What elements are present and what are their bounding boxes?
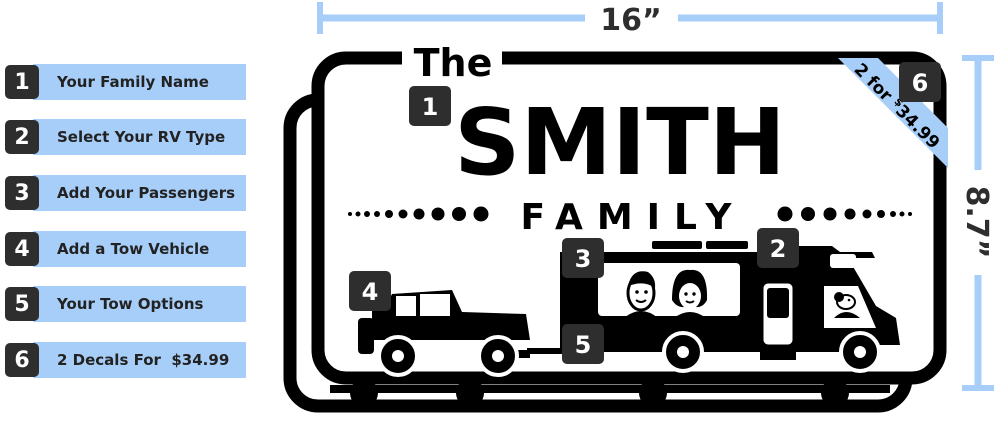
step-5-tow-options[interactable]: 5 Your Tow Options bbox=[5, 285, 246, 323]
step-label: Your Family Name bbox=[57, 73, 209, 91]
marker-5-label: 5 bbox=[575, 331, 592, 359]
step-4-tow-vehicle[interactable]: 4 Add a Tow Vehicle bbox=[5, 230, 246, 268]
step-label: Add Your Passengers bbox=[57, 184, 236, 202]
step-1-family-name[interactable]: 1 Your Family Name bbox=[5, 63, 246, 101]
marker-5: 5 bbox=[562, 324, 604, 364]
step-band bbox=[33, 231, 246, 267]
step-band bbox=[33, 64, 246, 100]
marker-4: 4 bbox=[349, 271, 391, 311]
marker-4-label: 4 bbox=[362, 278, 379, 306]
marker-3: 3 bbox=[562, 238, 604, 278]
step-band bbox=[33, 342, 246, 378]
marker-1: 1 bbox=[409, 86, 451, 126]
step-number: 6 bbox=[5, 343, 39, 377]
step-number: 3 bbox=[5, 176, 39, 210]
step-label: Select Your RV Type bbox=[57, 128, 226, 146]
steps-list: 1 Your Family Name 2 Select Your RV Type… bbox=[0, 0, 260, 425]
back-decal-wheels bbox=[330, 379, 890, 407]
marker-6: 6 bbox=[899, 62, 941, 102]
rv-motorhome bbox=[560, 241, 900, 373]
marker-2: 2 bbox=[757, 228, 799, 268]
step-band bbox=[33, 286, 246, 322]
step-number: 5 bbox=[5, 287, 39, 321]
decal-the-text: The bbox=[414, 41, 493, 85]
marker-3-label: 3 bbox=[575, 245, 592, 273]
step-3-passengers[interactable]: 3 Add Your Passengers bbox=[5, 174, 246, 212]
width-dimension: 16” bbox=[317, 2, 943, 38]
marker-1-label: 1 bbox=[422, 93, 439, 121]
decal-family-word: FAMILY bbox=[521, 197, 746, 238]
height-dimension: 8.7” bbox=[959, 55, 994, 391]
step-label: Add a Tow Vehicle bbox=[57, 240, 210, 258]
step-number: 1 bbox=[5, 65, 39, 99]
right-dots bbox=[777, 206, 912, 222]
decal-family-name: SMITH bbox=[454, 89, 786, 196]
step-6-decal-price[interactable]: 6 2 Decals For $34.99 bbox=[5, 341, 246, 379]
step-band bbox=[33, 119, 246, 155]
step-number: 4 bbox=[5, 232, 39, 266]
step-label: 2 Decals For $34.99 bbox=[57, 351, 230, 369]
step-band bbox=[33, 175, 246, 211]
step-label: Your Tow Options bbox=[57, 295, 204, 313]
passengers bbox=[624, 269, 860, 318]
jeep-tow-vehicle bbox=[358, 290, 530, 377]
marker-2-label: 2 bbox=[770, 235, 787, 263]
step-number: 2 bbox=[5, 120, 39, 154]
width-label: 16” bbox=[600, 3, 661, 38]
marker-6-label: 6 bbox=[912, 69, 929, 97]
step-2-rv-type[interactable]: 2 Select Your RV Type bbox=[5, 118, 246, 156]
height-label: 8.7” bbox=[959, 186, 994, 259]
left-dots bbox=[348, 206, 489, 222]
